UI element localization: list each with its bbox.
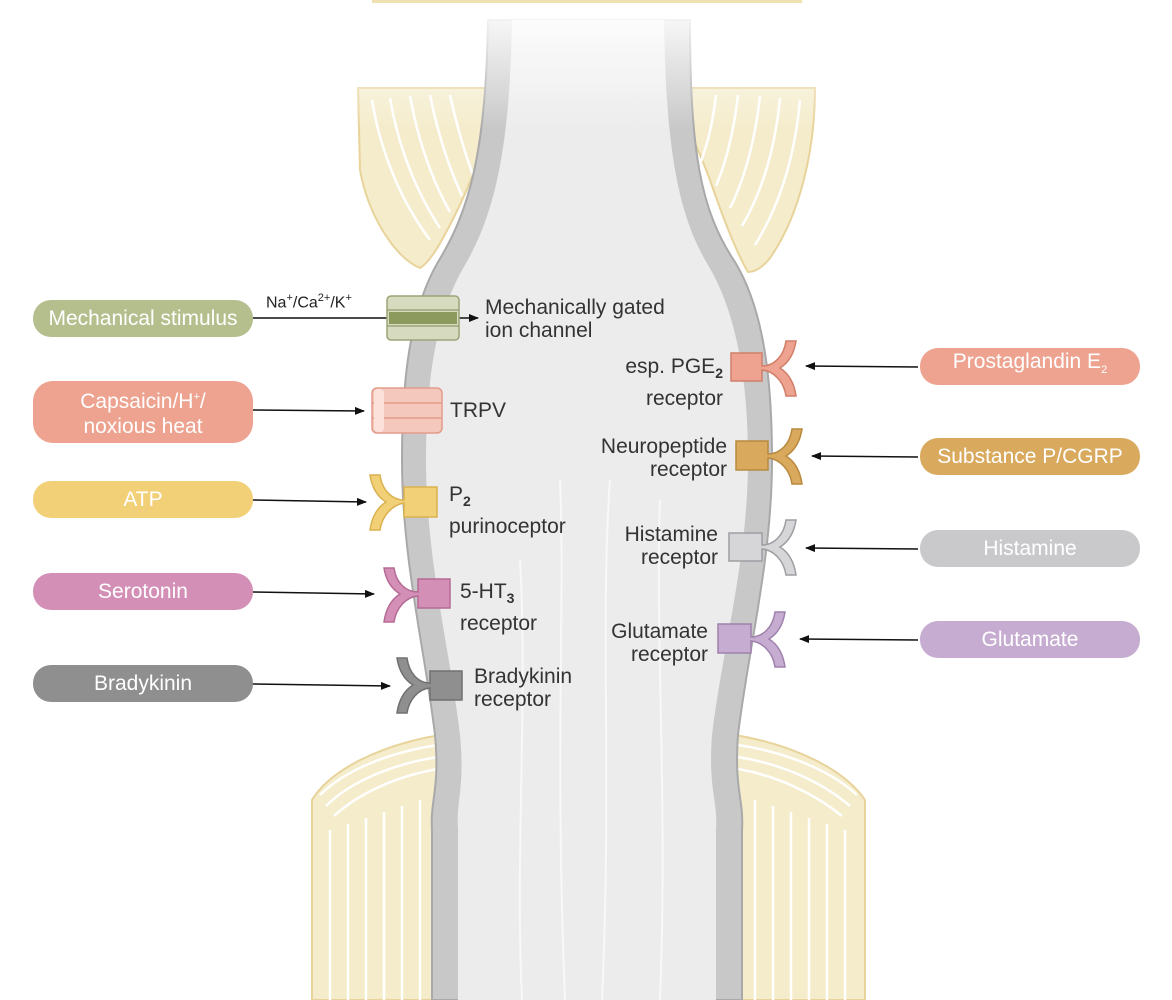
stimulus-glutamate: Glutamate	[920, 621, 1140, 658]
myelin-lower-left	[311, 733, 441, 1000]
axoplasm-fibers	[518, 479, 664, 1000]
stimulus-serotonin: Serotonin	[33, 573, 253, 610]
trpv-channel-icon	[371, 387, 443, 434]
stimulus-substance-p-label: Substance P/CGRP	[937, 445, 1123, 468]
ions-label: Na+/Ca2+/K+	[266, 292, 352, 312]
glutamate-receptor-icon	[717, 611, 786, 668]
stimulus-atp: ATP	[33, 481, 253, 518]
arrows-right	[799, 362, 919, 644]
histamine-receptor-icon	[728, 519, 797, 576]
stimulus-bradykinin-label: Bradykinin	[93, 672, 193, 695]
axoplasm	[426, 20, 748, 1000]
stimulus-capsaicin-label: Capsaicin/H+/noxious heat	[80, 390, 206, 438]
stimulus-bradykinin: Bradykinin	[33, 665, 253, 702]
stimulus-prostaglandin: Prostaglandin E2	[920, 348, 1140, 385]
stimulus-prostaglandin-label: Prostaglandin E2	[952, 350, 1108, 377]
receptor-label-trpv: TRPV	[450, 399, 507, 422]
top-fade	[300, 0, 860, 130]
bradykinin-receptor-icon	[396, 657, 463, 714]
5ht3-receptor-icon	[383, 567, 451, 623]
stimulus-capsaicin: Capsaicin/H+/noxious heat	[33, 381, 253, 443]
myelin-lower-right	[734, 733, 866, 1000]
stimulus-mechanical-label: Mechanical stimulus	[48, 307, 238, 330]
p2-purinoceptor-icon	[369, 474, 438, 531]
top-remnant-bar	[372, 0, 802, 3]
pge2-receptor-icon	[730, 340, 797, 397]
stimulus-histamine: Histamine	[920, 530, 1140, 567]
stimulus-glutamate-label: Glutamate	[981, 628, 1079, 651]
mechanically-gated-channel-icon	[386, 295, 460, 341]
stimulus-histamine-label: Histamine	[983, 537, 1077, 560]
stimulus-mechanical: Mechanical stimulus	[33, 300, 253, 337]
stimulus-atp-label: ATP	[123, 488, 163, 511]
stimulus-substance-p: Substance P/CGRP	[920, 438, 1140, 475]
neuropeptide-receptor-icon	[735, 428, 803, 485]
stimulus-serotonin-label: Serotonin	[98, 580, 188, 603]
